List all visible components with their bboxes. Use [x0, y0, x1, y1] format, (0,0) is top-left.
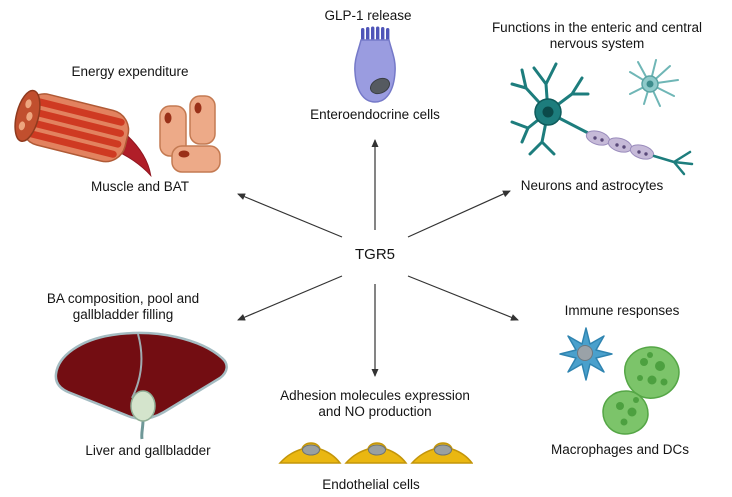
- label-ba-composition: BA composition, pool and gallbladder fil…: [46, 291, 200, 322]
- muscle-icon: [14, 89, 152, 178]
- bat-cell: [171, 145, 221, 173]
- endothelial-nucleus: [434, 444, 452, 456]
- macrophages-dcs-icon: [559, 327, 680, 435]
- liver-body: [54, 331, 228, 421]
- muscle-fiber-cross-section: [25, 99, 32, 109]
- gallbladder: [130, 390, 156, 422]
- liver-gallbladder-icon: [54, 331, 228, 440]
- endothelial-cells-icon: [278, 442, 473, 464]
- label-enteroendocrine-cells: Enteroendocrine cells: [310, 107, 440, 122]
- label-energy-expenditure: Energy expenditure: [71, 64, 189, 79]
- label-muscle-and-bat: Muscle and BAT: [90, 179, 190, 194]
- muscle-fiber: [27, 130, 117, 158]
- label-neurons-astrocytes: Neurons and astrocytes: [520, 178, 664, 193]
- macrophage: [624, 346, 680, 399]
- neurons-illustration: [498, 50, 716, 176]
- endothelial-illustration: [278, 434, 473, 468]
- bat-nucleus: [194, 102, 202, 114]
- cell-nucleus: [369, 77, 391, 95]
- label-macrophages-dcs: Macrophages and DCs: [550, 442, 690, 457]
- label-adhesion-no: Adhesion molecules expression and NO pro…: [280, 388, 470, 419]
- muscle-fiber: [35, 98, 125, 126]
- neurons-astrocytes-icon: [510, 59, 694, 176]
- myelinated-axon: [585, 130, 655, 160]
- arrow-tgr5-to-muscle: [237, 193, 343, 238]
- liver-illustration: [46, 322, 241, 442]
- endothelial-cell: [278, 442, 342, 464]
- liver-ligament: [131, 333, 143, 399]
- neuron-nucleus: [542, 106, 554, 118]
- endothelial-nucleus: [368, 444, 386, 456]
- bat-cell: [189, 95, 216, 145]
- muscle-fiber: [32, 108, 125, 137]
- label-tgr5: TGR5: [354, 246, 395, 263]
- dendritic-cell: [559, 327, 613, 381]
- muscle-fiber: [29, 119, 122, 148]
- immune-illustration: [548, 322, 703, 440]
- enteroendocrine-illustration: [337, 26, 413, 108]
- bat-nucleus: [178, 150, 190, 158]
- axon-hillock: [557, 116, 592, 136]
- muscle-bat-icon: [14, 89, 221, 178]
- macrophage: [602, 390, 649, 435]
- muscle-bat-illustration: [6, 80, 234, 180]
- label-enteric-cns-function: Functions in the enteric and central ner…: [491, 20, 703, 51]
- astrocyte-nucleus: [646, 80, 654, 88]
- muscle-fiber-cross-section: [26, 111, 33, 121]
- bile-duct: [140, 419, 145, 440]
- label-endothelial-cells: Endothelial cells: [322, 477, 420, 492]
- enteroendocrine-cell-icon: [354, 26, 396, 103]
- label-immune-responses: Immune responses: [564, 303, 680, 318]
- axon-terminal: [652, 150, 694, 176]
- astrocyte: [629, 59, 679, 107]
- muscle-fiber-cross-section: [18, 121, 26, 131]
- arrow-tgr5-to-liver: [237, 275, 343, 321]
- dc-nucleus: [577, 345, 593, 361]
- endothelial-nucleus: [302, 444, 320, 456]
- microvilli: [361, 26, 390, 41]
- endothelial-cell: [344, 442, 408, 464]
- arrow-tgr5-to-immune: [407, 275, 519, 321]
- label-liver-gallbladder: Liver and gallbladder: [85, 443, 211, 458]
- bat-nucleus: [164, 112, 172, 124]
- arrow-tgr5-to-neurons: [407, 190, 511, 238]
- endothelial-cell: [410, 442, 473, 464]
- bat-cells-icon: [159, 95, 221, 173]
- label-glp1-release: GLP-1 release: [324, 8, 412, 23]
